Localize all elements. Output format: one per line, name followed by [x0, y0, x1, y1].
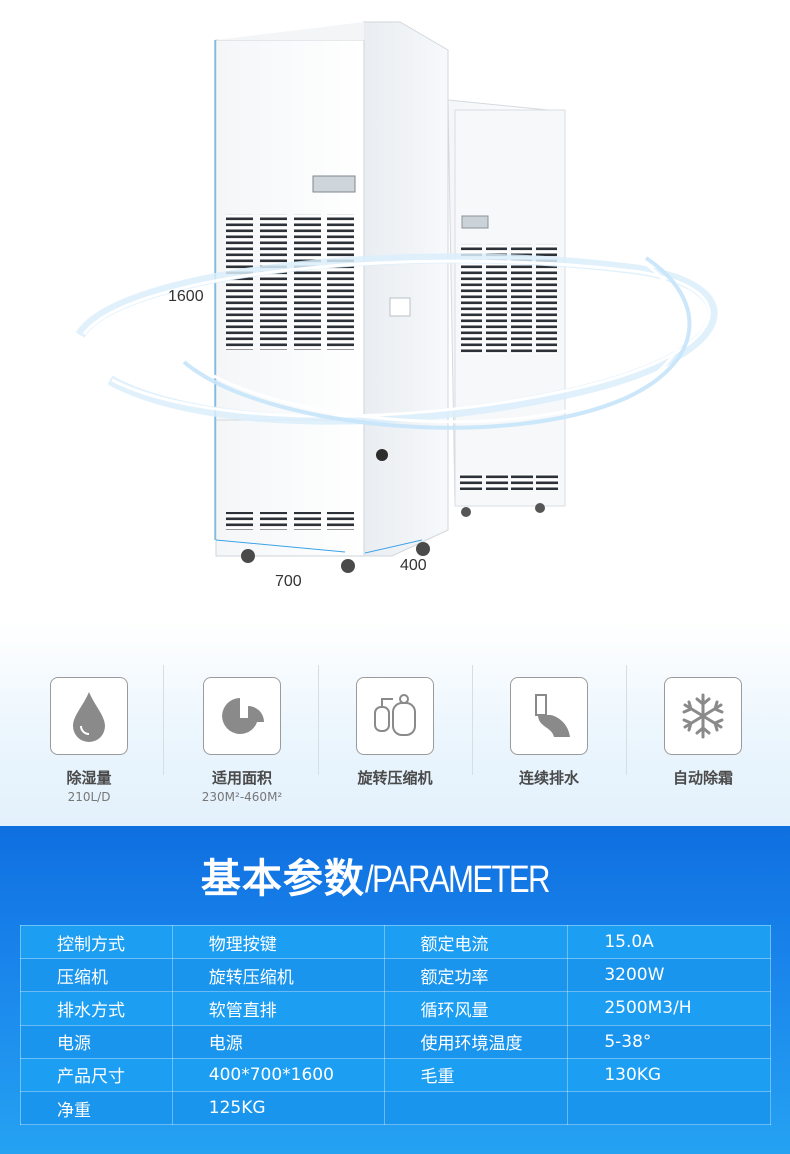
param-value: 3200W: [567, 958, 771, 993]
param-name: 电源: [20, 1024, 173, 1059]
feature-defrost: 自动除霜: [624, 677, 782, 788]
param-value: 125KG: [171, 1090, 385, 1126]
param-value: 15.0A: [567, 924, 771, 960]
parameter-title: 基本参数/PARAMETER: [0, 846, 790, 904]
parameter-table: 控制方式 物理按键 额定电流 15.0A 压缩机 旋转压缩机 额定功率 3200…: [20, 924, 771, 1126]
depth-dimension-label: 400: [400, 557, 427, 574]
param-name: 控制方式: [20, 924, 173, 960]
table-row: 产品尺寸 400*700*1600 毛重 130KG: [20, 1057, 771, 1092]
feature-sub: 230M²-460M²: [201, 790, 283, 804]
param-name: 额定功率: [383, 958, 569, 993]
height-dimension-label: 1600: [168, 288, 204, 305]
divider: [472, 665, 473, 775]
param-name: 循环风量: [383, 991, 569, 1026]
table-row: 压缩机 旋转压缩机 额定功率 3200W: [20, 958, 771, 993]
snowflake-icon: [664, 677, 742, 755]
product-hero: 1600 700 400: [75, 21, 718, 590]
parameter-section: 基本参数/PARAMETER 控制方式 物理按键 额定电流 15.0A 压缩机 …: [0, 826, 790, 1154]
table-row: 净重 125KG: [20, 1090, 771, 1126]
parameter-title-en: /PARAMETER: [364, 859, 551, 901]
param-value: 旋转压缩机: [171, 958, 385, 993]
feature-label: 旋转压缩机: [357, 769, 433, 787]
compressor-icon: [356, 677, 434, 755]
param-name: 额定电流: [383, 924, 569, 960]
divider: [318, 665, 319, 775]
param-name: 毛重: [383, 1057, 569, 1092]
param-value: 2500M3/H: [567, 991, 771, 1026]
param-value: 5-38°: [567, 1024, 771, 1059]
divider: [626, 665, 627, 775]
feature-area: 适用面积 230M²-460M²: [163, 677, 321, 804]
param-value: 物理按键: [171, 924, 385, 960]
param-name: 压缩机: [20, 958, 173, 993]
table-row: 排水方式 软管直排 循环风量 2500M3/H: [20, 991, 771, 1026]
pie-area-icon: [203, 677, 281, 755]
param-name: [383, 1090, 569, 1126]
feature-compressor: 旋转压缩机: [316, 677, 474, 788]
feature-sub: 210L/D: [67, 790, 111, 804]
dehumidifier-illustration: [75, 21, 718, 573]
parameter-title-zh: 基本参数: [200, 856, 365, 902]
param-value: 130KG: [567, 1057, 771, 1092]
feature-strip: 除湿量 210L/D 适用面积 230M²-460M² 旋转压缩机 连续排水: [0, 620, 790, 826]
feature-label: 除湿量: [66, 769, 112, 787]
param-name: 产品尺寸: [20, 1057, 173, 1092]
feature-label: 自动除霜: [672, 769, 733, 787]
feature-dehumidify: 除湿量 210L/D: [10, 677, 168, 804]
rear-unit: [447, 99, 566, 517]
table-row: 控制方式 物理按键 额定电流 15.0A: [20, 924, 771, 960]
param-name: 使用环境温度: [383, 1024, 569, 1059]
drain-pipe-icon: [510, 677, 588, 755]
table-row: 电源 电源 使用环境温度 5-38°: [20, 1024, 771, 1059]
water-drop-icon: [50, 677, 128, 755]
param-name: 净重: [20, 1090, 173, 1126]
param-name: 排水方式: [20, 991, 173, 1026]
feature-label: 适用面积: [211, 769, 272, 787]
param-value: [567, 1090, 771, 1126]
feature-drain: 连续排水: [470, 677, 628, 788]
feature-label: 连续排水: [518, 769, 579, 787]
width-dimension-label: 700: [275, 573, 302, 590]
divider: [163, 665, 164, 775]
param-value: 400*700*1600: [171, 1057, 385, 1092]
param-value: 电源: [171, 1024, 385, 1059]
param-value: 软管直排: [171, 991, 385, 1026]
